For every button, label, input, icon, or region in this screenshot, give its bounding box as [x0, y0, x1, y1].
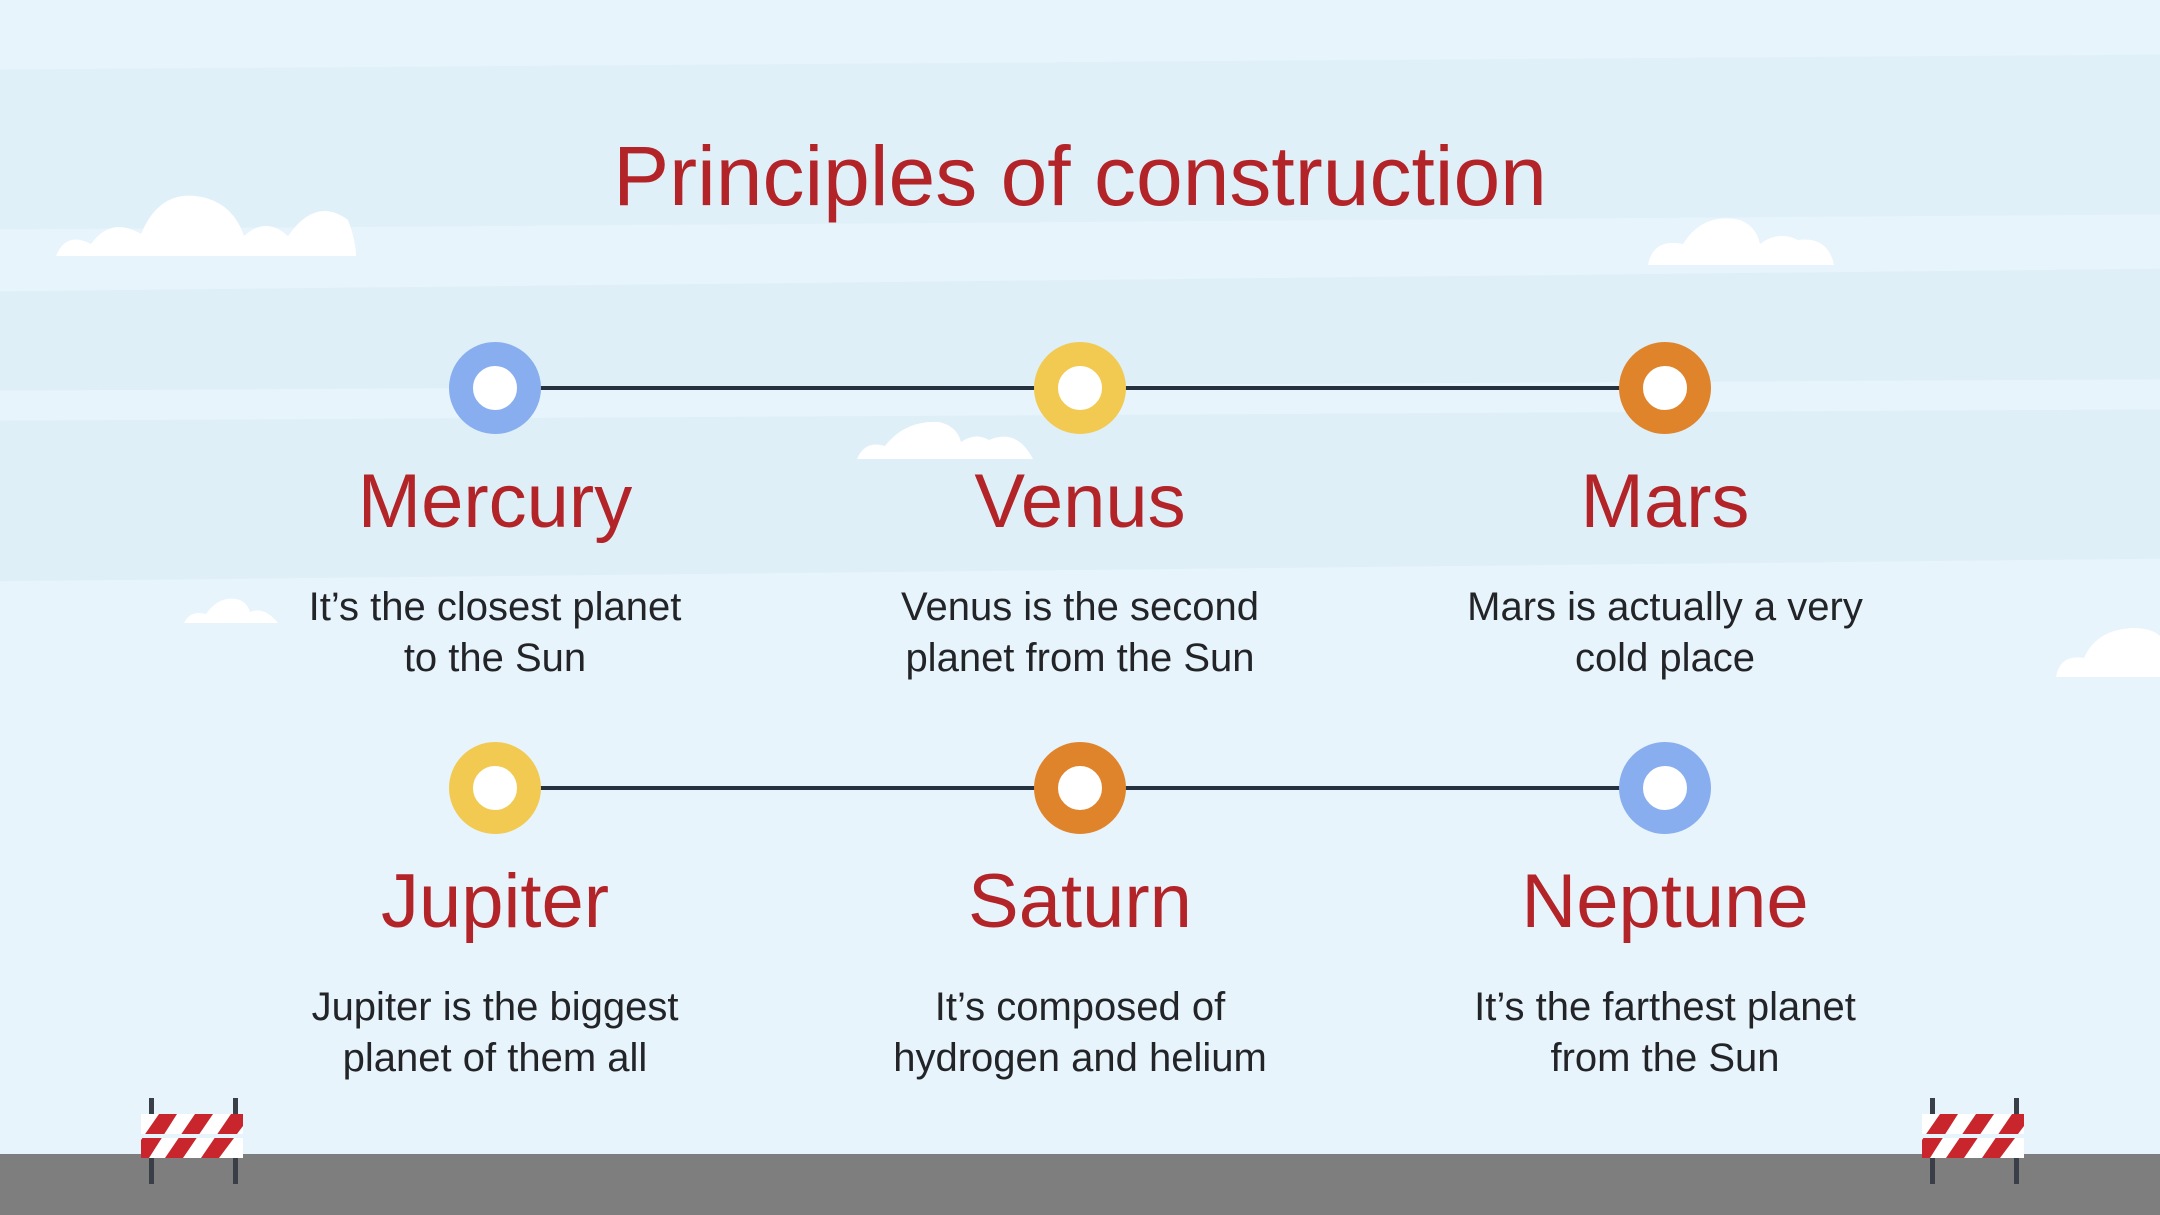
description-line: to the Sun	[403, 636, 587, 680]
road-strip	[0, 1154, 2160, 1215]
description-line: Jupiter is the biggest	[311, 985, 679, 1029]
ring-marker-blue	[1619, 742, 1711, 834]
planet-name-venus: Venus	[974, 459, 1186, 544]
ring-marker-blue	[449, 342, 541, 434]
planet-description-mercury: It’s the closest planet to the Sun	[215, 582, 775, 684]
description-line: planet from the Sun	[905, 636, 1255, 680]
road-barrier-icon	[141, 1098, 243, 1184]
cloud-icon	[56, 195, 356, 256]
description-line: Mars is actually a very	[1467, 585, 1863, 629]
timeline-row-1	[0, 340, 2160, 440]
ring-marker-orange	[1619, 342, 1711, 434]
planet-description-mars: Mars is actually a very cold place	[1385, 582, 1945, 684]
description-line: It’s composed of	[934, 985, 1226, 1029]
description-line: Venus is the second	[900, 585, 1260, 629]
cloud-icon	[184, 598, 278, 623]
planet-description-saturn: It’s composed of hydrogen and helium	[800, 982, 1360, 1084]
description-line: planet of them all	[342, 1036, 648, 1080]
page-title: Principles of construction	[613, 129, 1547, 223]
description-line: It’s the closest planet	[308, 585, 682, 629]
road-barrier-icon	[1922, 1098, 2024, 1184]
planet-name-mercury: Mercury	[357, 459, 633, 544]
cloud-icon	[857, 421, 1033, 459]
timeline-row-2	[0, 742, 2160, 842]
ring-marker-orange	[1034, 742, 1126, 834]
cloud-icon	[2056, 628, 2160, 677]
planet-description-venus: Venus is the second planet from the Sun	[800, 582, 1360, 684]
planet-name-saturn: Saturn	[968, 859, 1192, 944]
cloud-icon	[1648, 218, 1834, 265]
description-line: It’s the farthest planet	[1474, 985, 1856, 1029]
description-line: cold place	[1574, 636, 1756, 680]
description-line: from the Sun	[1550, 1036, 1780, 1080]
planet-description-neptune: It’s the farthest planet from the Sun	[1385, 982, 1945, 1084]
planet-name-mars: Mars	[1580, 459, 1750, 544]
planet-name-neptune: Neptune	[1521, 859, 1809, 944]
planet-name-jupiter: Jupiter	[380, 859, 610, 944]
description-line: hydrogen and helium	[893, 1036, 1267, 1080]
ring-marker-yellow	[1034, 342, 1126, 434]
ring-marker-yellow	[449, 742, 541, 834]
planet-description-jupiter: Jupiter is the biggest planet of them al…	[215, 982, 775, 1084]
